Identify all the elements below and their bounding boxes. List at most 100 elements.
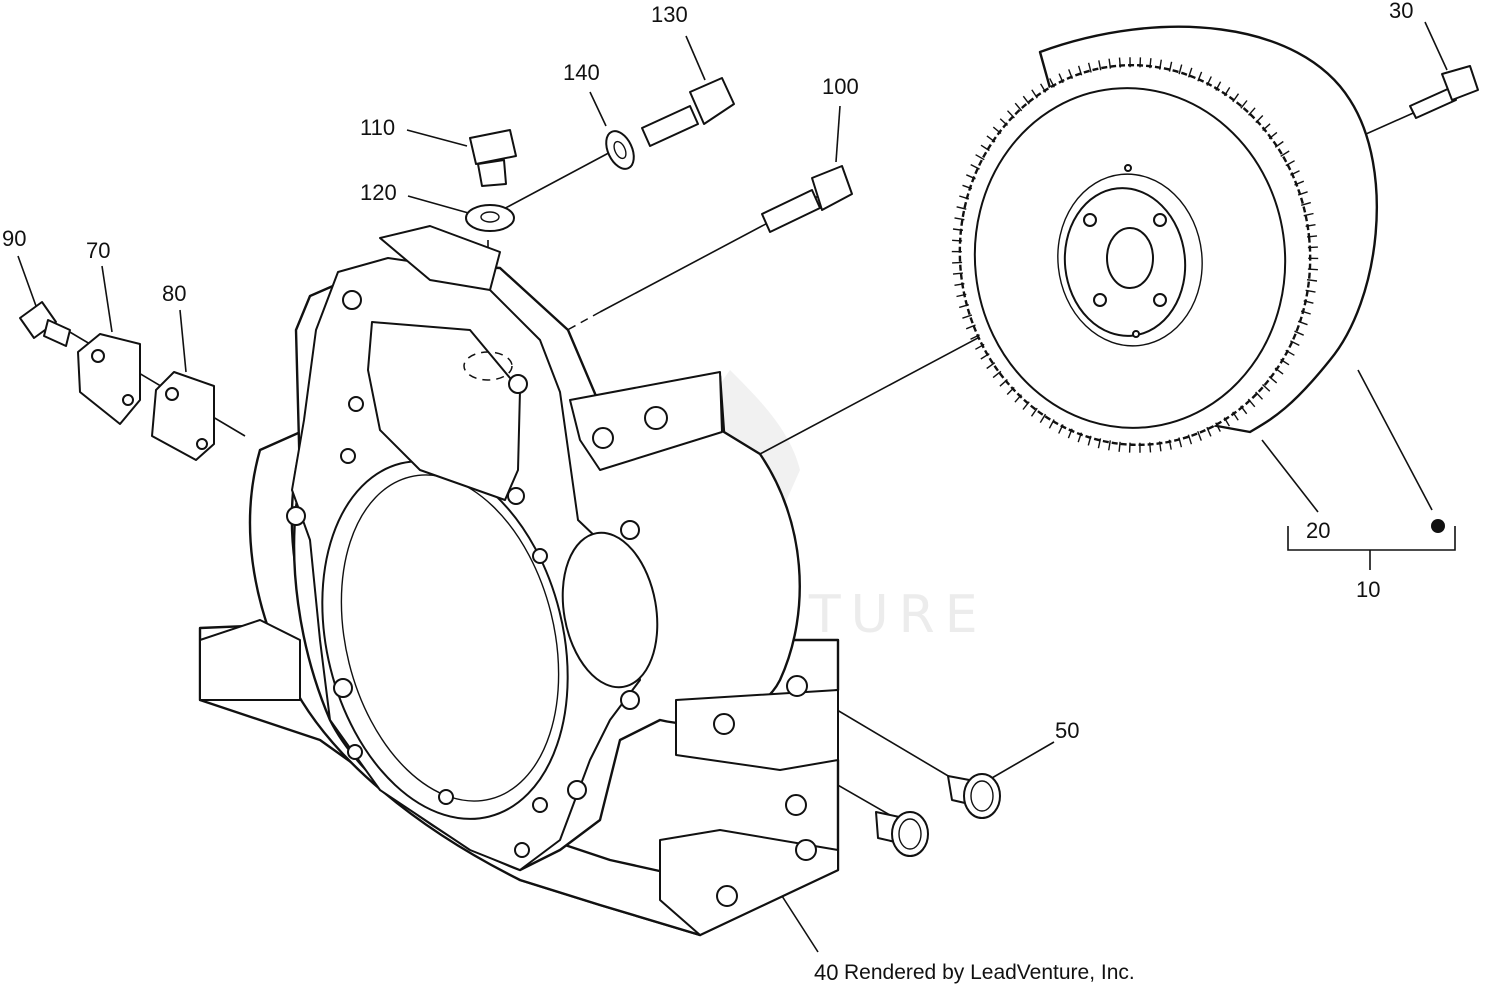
gear-tooth [1305, 289, 1316, 293]
callout-10: 10 [1356, 577, 1380, 602]
gear-tooth [1306, 279, 1318, 282]
gear-tooth [1118, 441, 1121, 452]
gear-tooth [1178, 437, 1183, 448]
gear-tooth [992, 126, 1002, 135]
gear-tooth [1039, 413, 1047, 423]
flywheel [958, 25, 1378, 447]
gear-tooth [952, 228, 964, 231]
gear-tooth [1255, 391, 1264, 400]
gear-tooth [954, 217, 965, 221]
gear-tooth [1297, 191, 1308, 196]
gear-tooth [1178, 64, 1183, 75]
gear-tooth [1022, 401, 1030, 410]
gear-tooth [1215, 422, 1221, 432]
gear-tooth [1048, 419, 1055, 429]
gear-tooth [999, 118, 1008, 127]
callout-100: 100 [822, 74, 859, 99]
gear-tooth [1030, 407, 1038, 417]
gear-tooth [1014, 394, 1023, 403]
gear-tooth [986, 135, 996, 143]
gear-tooth [1187, 67, 1193, 78]
callout-50: 50 [1055, 718, 1079, 743]
gear-tooth [1307, 235, 1318, 238]
gear-tooth [1067, 428, 1073, 439]
gear-tooth [970, 334, 980, 340]
gear-tooth [1305, 224, 1316, 227]
gear-tooth [1247, 398, 1256, 408]
gear-tooth [1255, 115, 1264, 124]
gear-tooth [959, 304, 969, 309]
callout-40: 40 [814, 960, 838, 985]
gear-tooth [1197, 430, 1202, 441]
gear-tooth [1098, 60, 1102, 71]
gear-tooth [1108, 58, 1112, 69]
gear-tooth [965, 324, 976, 330]
gear-tooth [1240, 100, 1248, 109]
gear-tooth [952, 261, 963, 264]
gear-tooth [1232, 411, 1239, 421]
fasteners [19, 65, 1479, 857]
gear-tooth [1039, 83, 1047, 93]
gear-tooth [1159, 59, 1162, 70]
gear-tooth [1223, 87, 1231, 97]
gear-tooth [952, 239, 963, 242]
gear-tooth [1285, 349, 1295, 356]
gear-tooth [980, 353, 990, 360]
gear-tooth [1006, 386, 1015, 395]
gear-tooth [1303, 212, 1314, 217]
gear-tooth [1118, 57, 1121, 68]
gear-tooth [975, 343, 985, 350]
callout-90: 90 [2, 226, 26, 251]
gear-tooth [1294, 180, 1305, 186]
gear-tooth [1022, 95, 1030, 105]
ring-gear-teeth [951, 57, 1319, 453]
gear-tooth [1290, 170, 1300, 176]
gear-tooth [1301, 201, 1311, 206]
gear-tooth [1262, 383, 1271, 392]
gear-tooth [1058, 73, 1064, 84]
gear-tooth [966, 174, 976, 180]
gear-tooth [1168, 61, 1173, 72]
gear-tooth [1049, 78, 1055, 88]
callout-130: 130 [651, 2, 688, 27]
gear-tooth [1247, 107, 1256, 116]
gear-tooth [1294, 330, 1304, 336]
gear-tooth [962, 314, 973, 319]
gear-tooth [1077, 432, 1083, 443]
gear-tooth [1307, 268, 1318, 271]
gear-tooth [980, 144, 990, 152]
gear-tooth [1215, 81, 1222, 91]
gear-tooth [1087, 435, 1092, 446]
gear-tooth [1206, 426, 1212, 437]
callout-110: 110 [360, 115, 395, 140]
gear-tooth [1087, 62, 1092, 73]
callout-20: 20 [1306, 518, 1330, 543]
callout-120: 120 [360, 180, 397, 205]
gear-tooth [1168, 439, 1172, 450]
gear-tooth [1149, 442, 1152, 453]
gear-tooth [1280, 150, 1290, 157]
gear-tooth [1297, 320, 1308, 326]
gear-tooth [970, 163, 980, 170]
gear-tooth [992, 370, 1002, 379]
gear-tooth [999, 378, 1008, 387]
gear-tooth [1206, 76, 1212, 86]
gear-tooth [954, 283, 965, 286]
gear-tooth [1274, 140, 1284, 148]
gear-tooth [1268, 375, 1278, 384]
gear-tooth [1307, 246, 1318, 249]
gear-tooth [1240, 405, 1248, 415]
callout-80: 80 [162, 281, 186, 306]
gear-tooth [962, 184, 973, 190]
callout-70: 70 [86, 238, 110, 263]
reference-dot [1431, 519, 1445, 533]
gear-tooth [959, 195, 970, 200]
gear-tooth [1223, 417, 1231, 427]
callout-30: 30 [1389, 0, 1413, 23]
gear-tooth [956, 293, 967, 298]
gear-tooth [1280, 358, 1290, 366]
gear-tooth [1303, 300, 1314, 304]
gear-tooth [975, 154, 985, 161]
gear-tooth [956, 206, 967, 210]
